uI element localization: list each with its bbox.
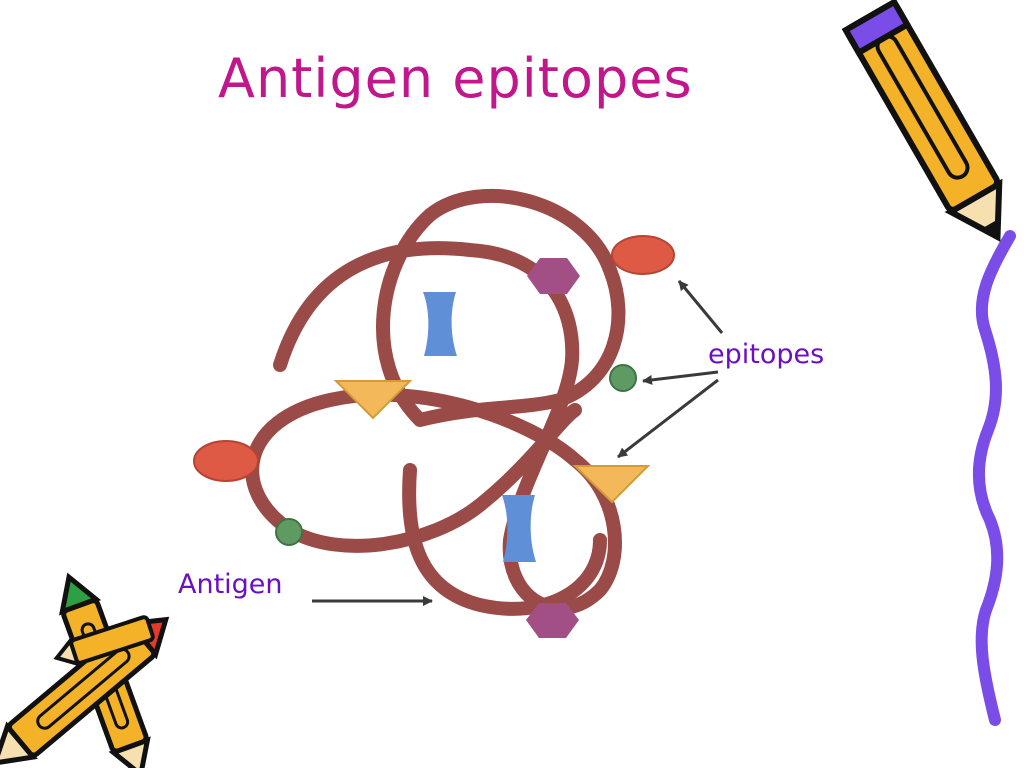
hexagon-epitope	[527, 258, 580, 294]
pencil-clipart-top-right	[841, 0, 1003, 242]
pencil-clipart-bottom-left	[0, 572, 170, 768]
oval-epitope	[193, 440, 259, 482]
rectangle-epitope	[423, 292, 457, 356]
circle-epitope	[609, 364, 637, 392]
epitope-arrow	[642, 370, 719, 385]
antigen-strand-inner-loop	[376, 188, 626, 616]
hexagon-epitope	[526, 603, 579, 638]
epitope-arrow	[617, 378, 719, 459]
rectangle-epitope	[502, 495, 536, 562]
circle-epitope	[275, 518, 303, 546]
wavy-border-decoration	[972, 230, 1016, 726]
epitopes-label: epitopes	[708, 339, 825, 370]
antigen-label: Antigen	[178, 569, 283, 600]
triangle-epitope	[333, 380, 413, 420]
oval-epitope	[611, 235, 675, 275]
slide-title: Antigen epitopes	[218, 47, 693, 110]
epitope-arrow	[677, 280, 724, 334]
triangle-epitope	[572, 465, 651, 504]
